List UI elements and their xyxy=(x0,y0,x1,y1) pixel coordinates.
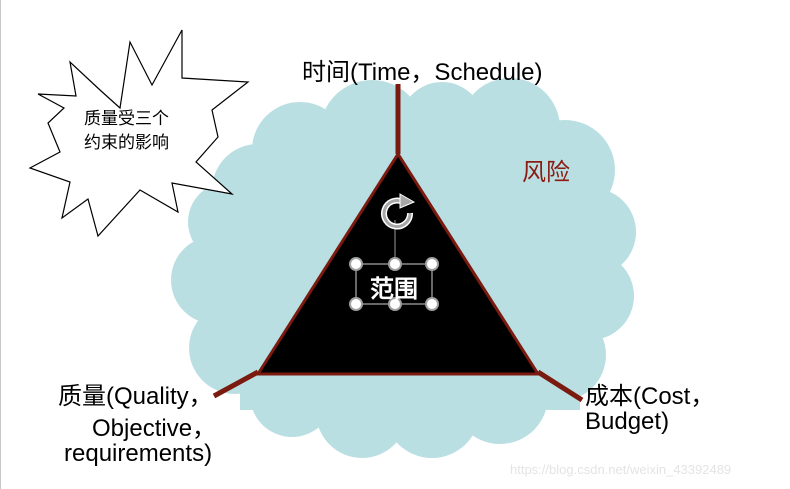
resize-handles[interactable] xyxy=(349,257,439,311)
quality-label-line3: requirements) xyxy=(64,440,213,467)
star-callout-text-line1: 质量受三个 xyxy=(84,109,169,129)
cost-label-line1: 成本(Cost， xyxy=(585,383,715,410)
quality-label-line1: 质量(Quality， xyxy=(58,383,213,410)
risk-label: 风险 xyxy=(522,158,570,186)
star-callout xyxy=(28,29,250,238)
left-edge-line xyxy=(212,369,260,399)
rotate-icon[interactable] xyxy=(381,193,416,230)
quality-label-line2: Objective， xyxy=(92,415,217,442)
watermark: https://blog.csdn.net/weixin_43392489 xyxy=(510,462,732,477)
right-edge-line xyxy=(536,369,584,403)
star-callout-text-line2: 约束的影响 xyxy=(84,133,169,153)
time-label: 时间(Time，Schedule) xyxy=(302,59,543,86)
cost-label-line2: Budget) xyxy=(585,408,670,435)
scope-label[interactable]: 范围 xyxy=(370,274,418,303)
